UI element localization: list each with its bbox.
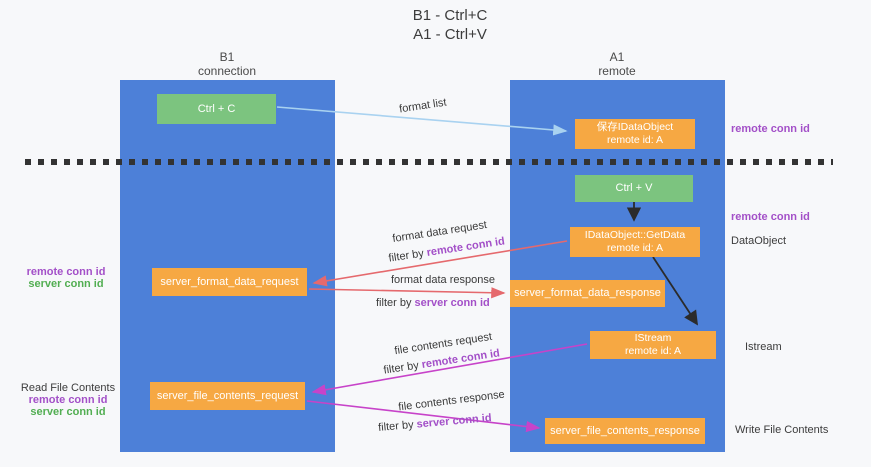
box-getdata: IDataObject::GetData remote id: A bbox=[570, 227, 700, 257]
flow-label-file-contents-response: file contents response bbox=[397, 388, 506, 414]
box-ctrl-v: Ctrl + V bbox=[575, 175, 693, 202]
box-server-file-contents-response: server_file_contents_response bbox=[545, 418, 705, 444]
box-save-dataobject-line2: remote id: A bbox=[606, 134, 664, 146]
lane-right-header: A1 remote bbox=[557, 50, 677, 78]
left-label-server-conn-id-1: server conn id bbox=[28, 278, 104, 290]
box-getdata-line1: IDataObject::GetData bbox=[584, 229, 686, 241]
box-server-format-data-response: server_format_data_response bbox=[510, 280, 665, 307]
box-ctrl-c-label: Ctrl + C bbox=[197, 102, 236, 115]
lane-left-header: B1 connection bbox=[167, 50, 287, 78]
box-ctrl-c: Ctrl + C bbox=[157, 94, 276, 124]
box-server-file-contents-response-label: server_file_contents_response bbox=[550, 424, 700, 437]
filter-by-text: filter by bbox=[387, 247, 425, 265]
left-label-remote-conn-id-1: remote conn id bbox=[26, 266, 106, 278]
left-label-read-file-contents: Read File Contents bbox=[20, 382, 116, 394]
box-save-dataobject-line1: 保存IDataObject bbox=[596, 121, 674, 133]
page-title: B1 - Ctrl+C A1 - Ctrl+V bbox=[365, 6, 535, 44]
right-label-remote-conn-id-top: remote conn id bbox=[731, 123, 810, 135]
lane-left-subtitle: connection bbox=[197, 64, 257, 78]
box-server-format-data-response-label: server_format_data_response bbox=[514, 287, 661, 299]
right-label-dataobject: DataObject bbox=[731, 235, 787, 247]
left-label-group-file: Read File Contents remote conn id server… bbox=[18, 382, 118, 418]
box-ctrl-v-label: Ctrl + V bbox=[615, 182, 653, 194]
box-server-format-data-request: server_format_data_request bbox=[152, 268, 307, 296]
left-label-remote-conn-id-2: remote conn id bbox=[28, 394, 108, 406]
server-conn-id-highlight: server conn id bbox=[414, 297, 490, 309]
page-title-line1: B1 - Ctrl+C bbox=[412, 7, 488, 24]
box-istream-line1: IStream bbox=[634, 332, 672, 344]
page-title-line2: A1 - Ctrl+V bbox=[413, 26, 487, 43]
box-save-dataobject: 保存IDataObject remote id: A bbox=[575, 119, 695, 149]
lane-right-title: A1 bbox=[609, 50, 625, 64]
box-istream-line2: remote id: A bbox=[624, 345, 682, 357]
flow-label-format-data-response: format data response bbox=[391, 274, 495, 286]
flow-label-format-list: format list bbox=[398, 96, 448, 116]
server-conn-id-highlight: server conn id bbox=[416, 412, 493, 431]
filter-by-text: filter by bbox=[382, 359, 420, 377]
lane-right-subtitle: remote bbox=[598, 64, 636, 78]
right-label-remote-conn-id-mid: remote conn id bbox=[731, 211, 810, 223]
box-server-format-data-request-label: server_format_data_request bbox=[160, 275, 299, 288]
box-istream: IStream remote id: A bbox=[590, 331, 716, 359]
box-server-file-contents-request-label: server_file_contents_request bbox=[156, 389, 299, 402]
arrow-format-data-response bbox=[308, 287, 506, 299]
filter-by-text: filter by bbox=[377, 418, 415, 434]
flow-label-filter-server-2: filter by server conn id bbox=[378, 412, 492, 434]
filter-by-text: filter by bbox=[376, 297, 412, 309]
lane-left-title: B1 bbox=[219, 50, 235, 64]
box-getdata-line2: remote id: A bbox=[606, 242, 664, 254]
box-server-file-contents-request: server_file_contents_request bbox=[150, 382, 305, 410]
remote-conn-id-highlight: remote conn id bbox=[425, 235, 506, 259]
flow-label-filter-server-1: filter by server conn id bbox=[376, 297, 490, 309]
left-label-server-conn-id-2: server conn id bbox=[30, 406, 106, 418]
right-label-write-file-contents: Write File Contents bbox=[735, 424, 829, 436]
left-label-group-format: remote conn id server conn id bbox=[20, 266, 112, 290]
right-label-istream: Istream bbox=[745, 341, 782, 353]
